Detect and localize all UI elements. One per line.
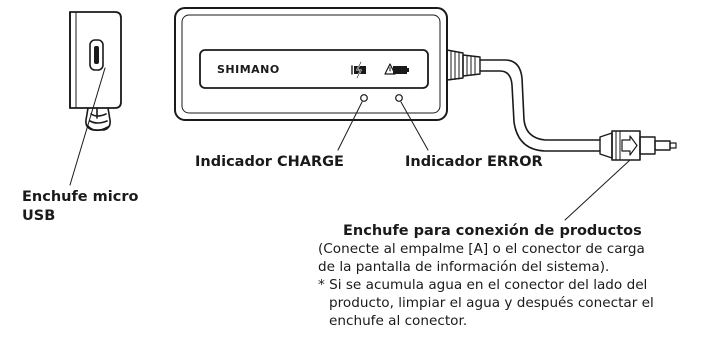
note-line1: * Si se acumula agua en el conector del … bbox=[318, 277, 648, 293]
charger-body: SHIMANO bbox=[174, 7, 448, 121]
cable-strain-relief bbox=[446, 49, 481, 81]
product-plug-title: Enchufe para conexión de productos bbox=[343, 223, 642, 239]
note-line2: producto, limpiar el agua y después cone… bbox=[329, 295, 654, 311]
error-indicator-label: Indicador ERROR bbox=[405, 154, 543, 170]
error-led bbox=[395, 94, 403, 102]
cable bbox=[479, 59, 601, 152]
charge-indicator-label: Indicador CHARGE bbox=[195, 154, 344, 170]
leader-lines bbox=[69, 67, 631, 221]
micro-usb-label-line1: Enchufe micro bbox=[22, 189, 139, 205]
direction-arrow-icon bbox=[621, 135, 638, 156]
micro-usb-label-line2: USB bbox=[22, 208, 56, 224]
product-plug-desc-line1: (Conecte al empalme [A] o el conector de… bbox=[318, 241, 645, 257]
svg-text:SHIMANO: SHIMANO bbox=[217, 63, 280, 76]
product-connector bbox=[599, 130, 677, 161]
product-plug-desc-line2: de la pantalla de información del sistem… bbox=[318, 259, 610, 275]
lightning-bolt-icon bbox=[351, 61, 366, 79]
charge-led bbox=[360, 94, 368, 102]
warning-battery-icon bbox=[384, 63, 409, 75]
micro-usb-plug bbox=[69, 11, 122, 132]
note-line3: enchufe al conector. bbox=[329, 313, 468, 329]
